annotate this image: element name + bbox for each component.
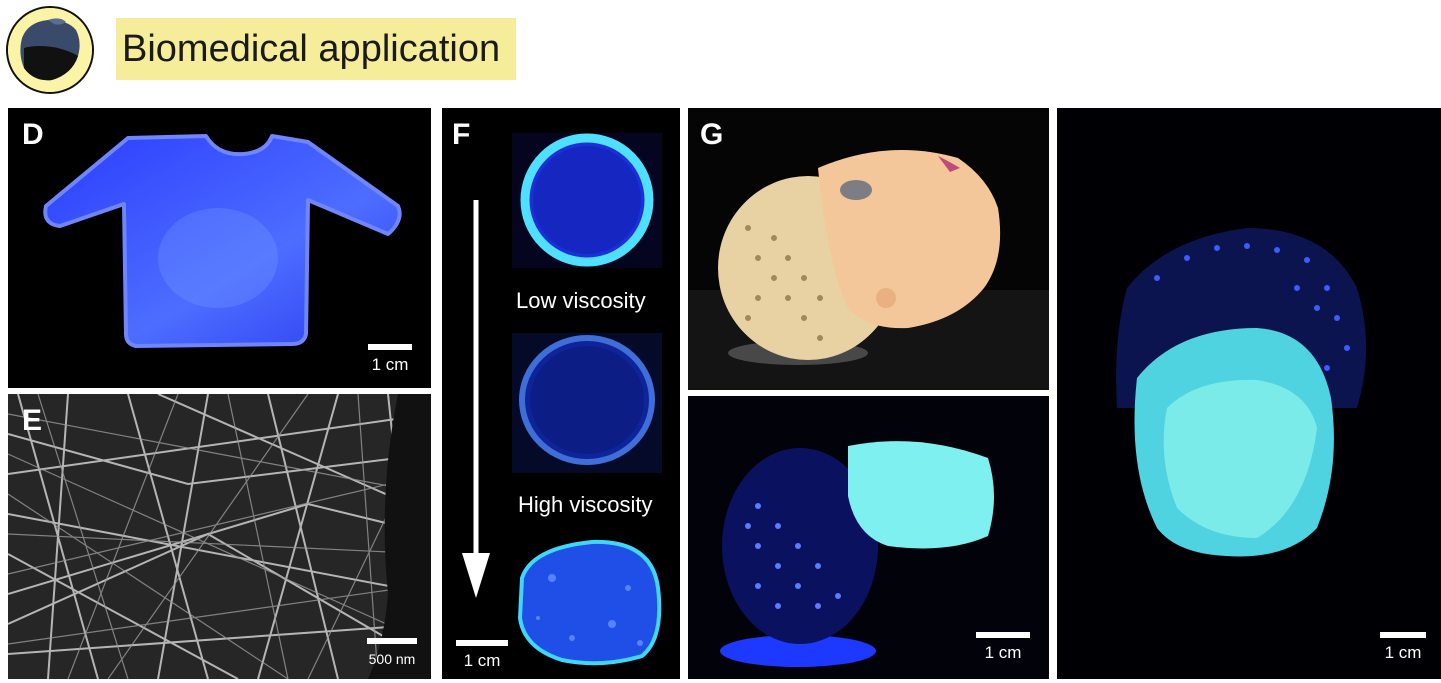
scale-label-f: 1 cm — [463, 651, 501, 670]
title-highlight — [116, 18, 516, 80]
scale-bar-f: 1 cm — [454, 640, 510, 670]
tshirt-image — [43, 134, 402, 348]
scale-label-d: 1 cm — [371, 355, 409, 374]
panel-letter-d: D — [22, 118, 44, 151]
scale-bar-right: 1 cm — [1375, 632, 1431, 662]
scale-label-right: 1 cm — [1384, 643, 1422, 662]
viscosity-images — [462, 133, 662, 666]
scale-bar-e: 500 nm — [360, 638, 424, 668]
panel-face-uv: 1 cm — [1057, 108, 1441, 679]
scale-bar-g: 1 cm — [972, 632, 1034, 662]
page-title: Biomedical application — [122, 28, 501, 70]
doll-head-uv-photo — [688, 396, 1049, 679]
face-uv-photo — [1057, 108, 1441, 679]
caption-low-viscosity: Low viscosity — [516, 288, 646, 313]
panel-f: F Low viscosity High viscosity 1 cm — [442, 108, 680, 679]
panel-letter-f: F — [452, 118, 471, 151]
panel-g-top: G — [688, 108, 1049, 390]
scale-bar-d: 1 cm — [360, 344, 420, 374]
membrane-head-icon — [6, 6, 94, 94]
panel-d: D 1 cm — [8, 108, 431, 388]
panel-g-bottom: 1 cm — [688, 396, 1049, 679]
panel-letter-g: G — [700, 118, 724, 151]
panel-e: E 500 nm — [8, 394, 431, 679]
scale-label-e: 500 nm — [368, 651, 416, 667]
caption-high-viscosity: High viscosity — [518, 492, 653, 517]
scale-label-g: 1 cm — [984, 643, 1022, 662]
doll-head-photo — [688, 108, 1049, 390]
sem-fiber-image — [8, 394, 431, 679]
panel-letter-e: E — [22, 404, 43, 437]
